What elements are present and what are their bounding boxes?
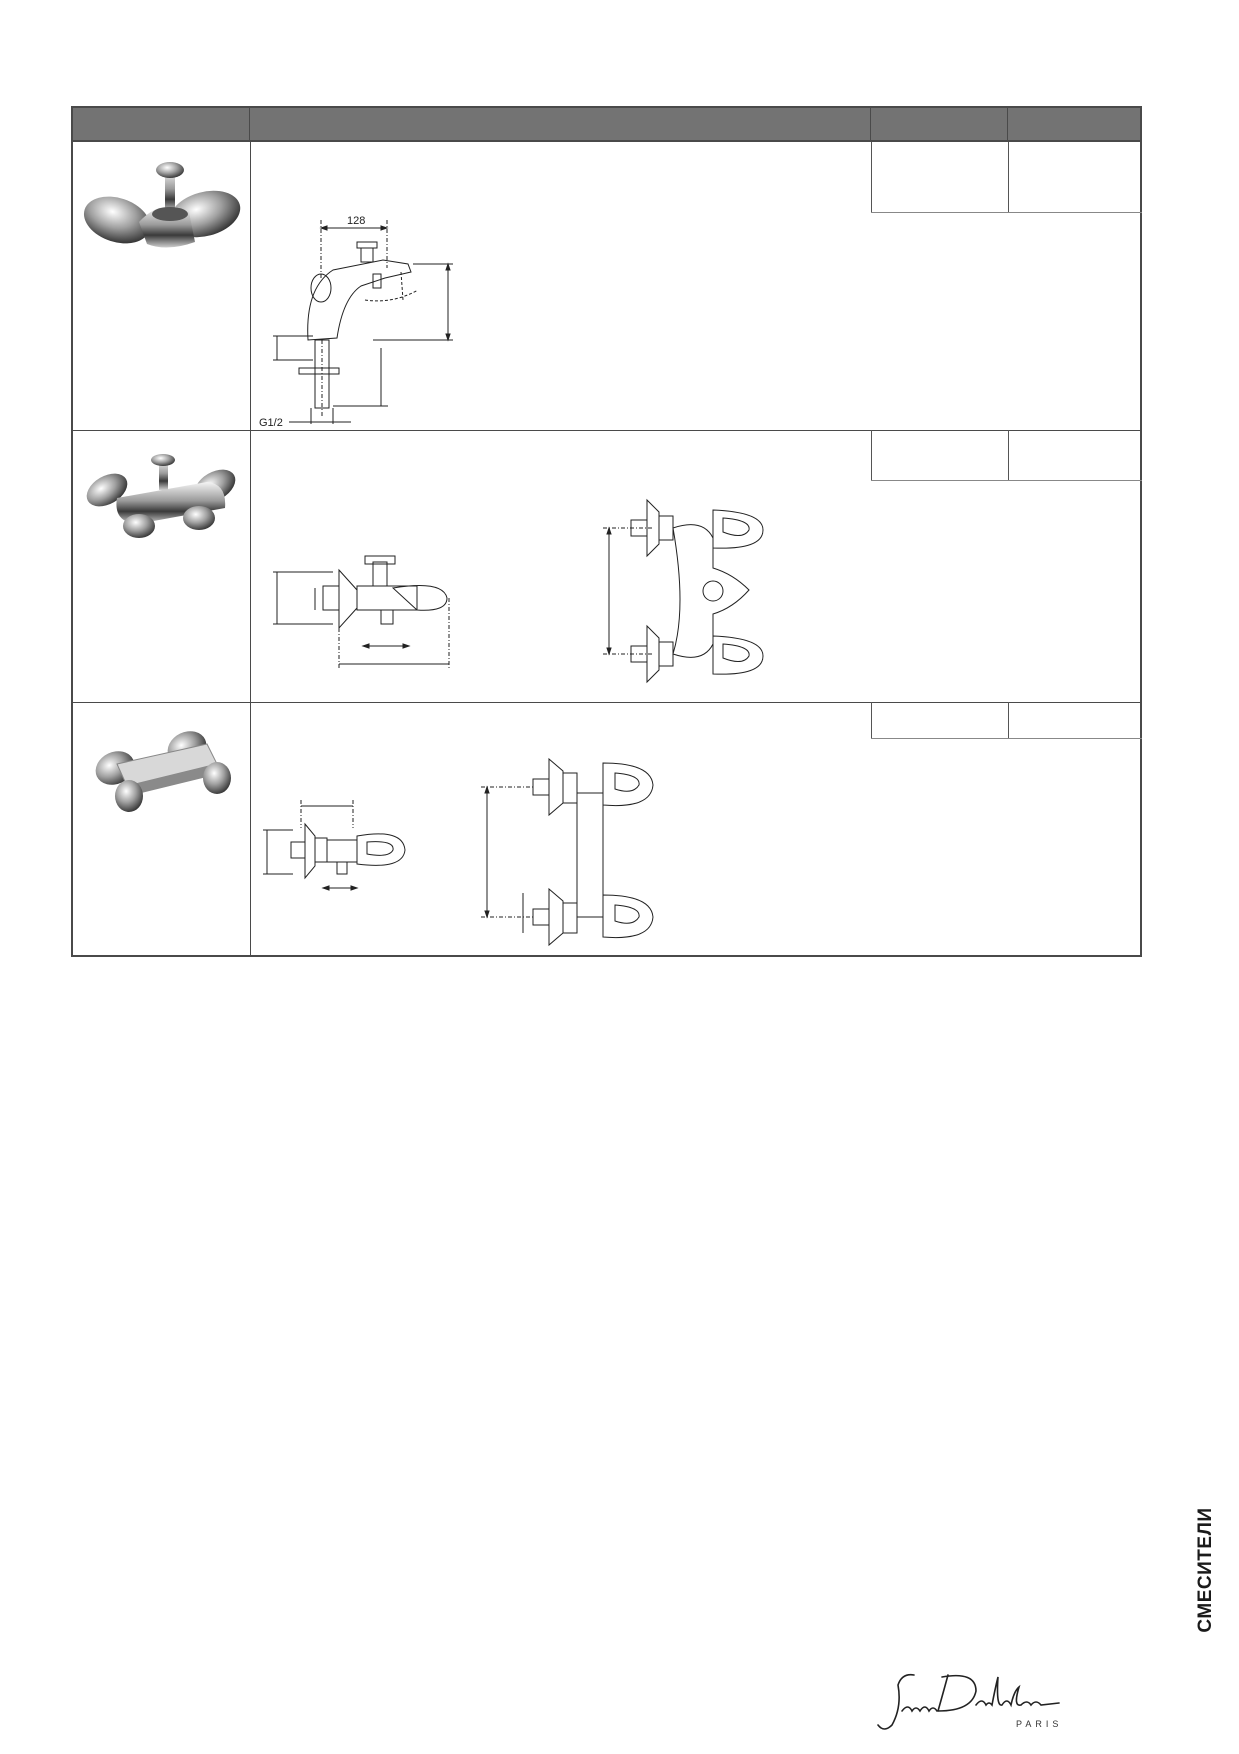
section-title: СМЕСИТЕЛИ [1186, 1500, 1226, 1640]
column-divider [250, 142, 251, 955]
cell-divider [1008, 142, 1009, 212]
technical-drawing-deck-mixer: 128 G1/2 [259, 215, 453, 428]
cell-divider [871, 212, 1142, 213]
row-divider [73, 702, 1140, 703]
brand-city: PARIS [1016, 1719, 1062, 1729]
dimension-top-width: 128 [347, 215, 365, 227]
section-title-text: СМЕСИТЕЛИ [1195, 1507, 1216, 1633]
technical-drawing-shower-front [481, 757, 654, 947]
product-photo-wall-bath-mixer [86, 454, 236, 538]
technical-drawing-shower-side [263, 800, 406, 891]
technical-drawing-wall-bath-side [273, 555, 450, 668]
cell-divider [871, 430, 872, 480]
product-table: 128 G1/2 [71, 106, 1142, 957]
cell-divider [871, 738, 1142, 739]
header-cell-price [1008, 108, 1142, 140]
header-cell-drawing [250, 108, 871, 140]
header-cell-article [871, 108, 1008, 140]
table-header [73, 108, 1140, 142]
cell-divider [871, 142, 872, 212]
row-divider [73, 430, 1140, 431]
dimension-inlet: G1/2 [259, 417, 283, 428]
cell-divider [1008, 430, 1009, 480]
product-photo-deck-mixer [83, 162, 241, 248]
brand-logo: PARIS [877, 1673, 1062, 1730]
cell-divider [871, 702, 872, 738]
product-photo-shower-mixer [95, 731, 231, 812]
cell-divider [1008, 702, 1009, 738]
header-cell-photo [73, 108, 250, 140]
technical-drawing-wall-bath-front [603, 498, 764, 684]
cell-divider [871, 480, 1142, 481]
